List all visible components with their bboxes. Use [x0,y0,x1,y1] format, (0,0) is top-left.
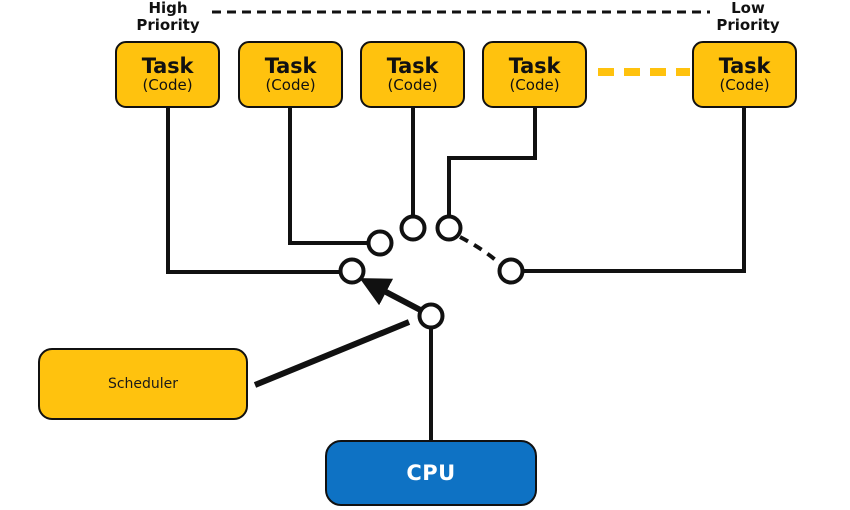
task-box-1[interactable]: Task (Code) [115,41,220,108]
low-priority-label: Low Priority [716,0,780,35]
task-subtitle: (Code) [509,76,560,95]
task-title: Task [264,54,317,79]
task-title: Task [386,54,439,79]
wire-task-2 [288,108,368,245]
contact-active-task1[interactable] [338,257,366,285]
contact-task5[interactable] [497,257,525,285]
task-subtitle: (Code) [719,76,770,95]
task-title: Task [718,54,771,79]
scheduler-box[interactable]: Scheduler [38,348,248,420]
wire-task-4 [447,108,537,216]
task-subtitle: (Code) [142,76,193,95]
task-box-3[interactable]: Task (Code) [360,41,465,108]
cpu-label: CPU [406,460,456,485]
wire-task-1 [166,108,340,274]
switch-arm-arrow [359,278,430,317]
task-title: Task [508,54,561,79]
task-subtitle: (Code) [265,76,316,95]
switch-pivot[interactable] [417,302,445,330]
scheduler-label: Scheduler [107,375,179,392]
task-box-4[interactable]: Task (Code) [482,41,587,108]
contact-task2[interactable] [366,229,394,257]
task-subtitle: (Code) [387,76,438,95]
task-box-5[interactable]: Task (Code) [692,41,797,108]
wire-task-5 [523,108,746,273]
contact-task3[interactable] [399,214,427,242]
scheduler-control-arm [253,319,411,388]
task-box-2[interactable]: Task (Code) [238,41,343,108]
high-priority-label: High Priority [136,0,200,35]
cpu-box[interactable]: CPU [325,440,537,506]
contact-task4[interactable] [435,214,463,242]
task-title: Task [141,54,194,79]
switch-travel-dashed-arc [459,235,502,266]
